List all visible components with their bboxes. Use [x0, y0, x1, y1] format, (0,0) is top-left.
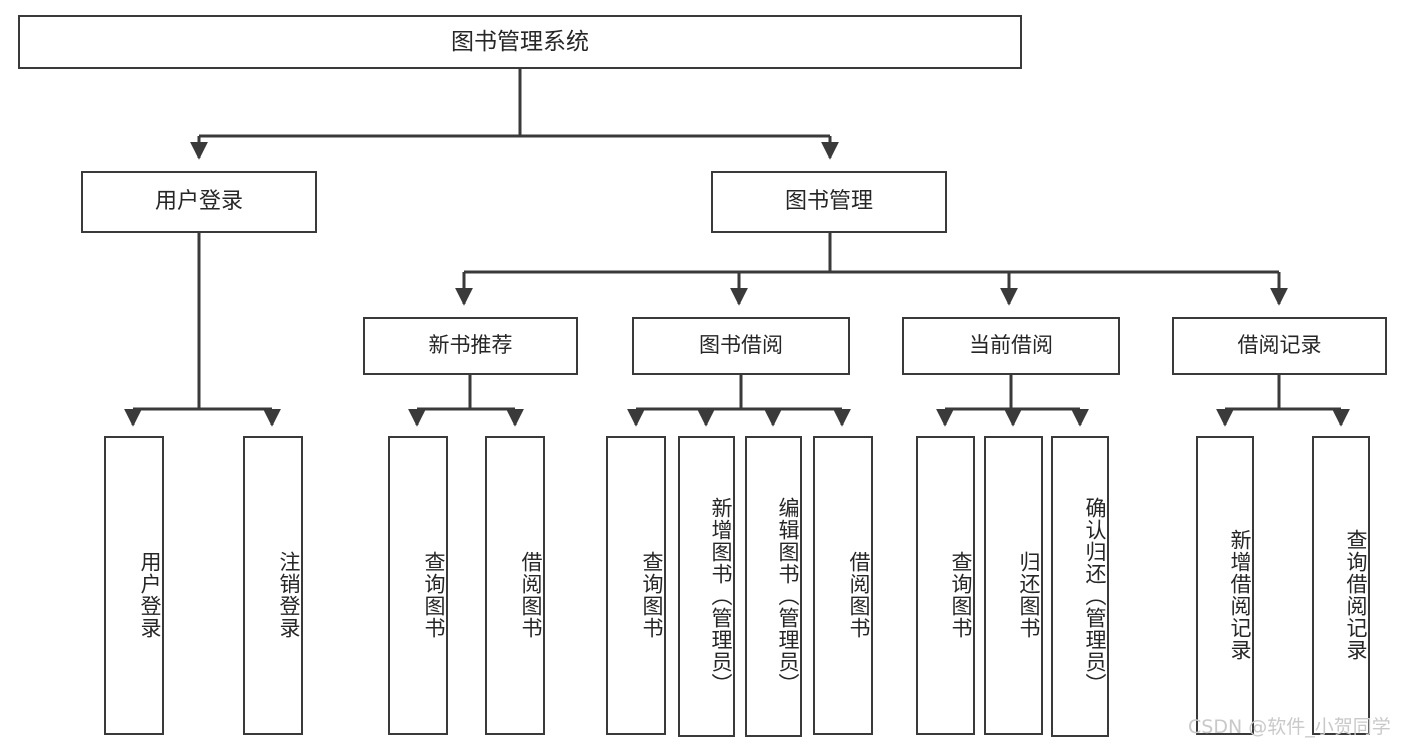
node-label: 确认归还（管理员） [1083, 496, 1107, 695]
node-label: 借阅记录 [1237, 333, 1322, 358]
watermark: CSDN @软件_小贺同学 [1188, 716, 1391, 738]
node-root-system[interactable]: 图书管理系统 [18, 15, 1022, 69]
node-label: 当前借阅 [969, 333, 1053, 358]
node-label: 图书管理系统 [451, 28, 589, 55]
node-label: 图书管理 [784, 188, 873, 214]
node-label: 查询图书 [640, 550, 664, 639]
node-leaf-borrow-book[interactable]: 借阅图书 [813, 436, 873, 735]
node-leaf-borrow-book-recommend[interactable]: 借阅图书 [485, 436, 545, 735]
node-label: 借阅图书 [847, 550, 871, 639]
node-label: 查询借阅记录 [1344, 528, 1368, 661]
node-leaf-user-logout[interactable]: 注销登录 [243, 436, 303, 735]
node-label: 用户登录 [154, 188, 243, 214]
node-leaf-return-book[interactable]: 归还图书 [984, 436, 1043, 735]
node-user-login[interactable]: 用户登录 [81, 171, 317, 233]
node-borrow-record[interactable]: 借阅记录 [1172, 317, 1387, 375]
node-leaf-edit-book-admin[interactable]: 编辑图书（管理员） [745, 436, 802, 737]
node-leaf-confirm-return-admin[interactable]: 确认归还（管理员） [1051, 436, 1109, 737]
node-label: 归还图书 [1017, 550, 1041, 639]
node-book-manage[interactable]: 图书管理 [711, 171, 947, 233]
node-label: 新书推荐 [428, 333, 513, 358]
node-leaf-user-login[interactable]: 用户登录 [104, 436, 164, 735]
node-leaf-query-borrow-record[interactable]: 查询借阅记录 [1312, 436, 1370, 735]
node-new-book-recommend[interactable]: 新书推荐 [363, 317, 578, 375]
node-leaf-query-book-current[interactable]: 查询图书 [916, 436, 975, 735]
node-label: 新增图书（管理员） [709, 496, 733, 695]
node-leaf-add-borrow-record[interactable]: 新增借阅记录 [1196, 436, 1254, 735]
node-leaf-query-book-recommend[interactable]: 查询图书 [388, 436, 448, 735]
node-label: 查询图书 [422, 550, 446, 639]
node-label: 借阅图书 [519, 550, 543, 639]
node-label: 查询图书 [949, 550, 973, 639]
node-label: 用户登录 [138, 550, 162, 639]
node-label: 新增借阅记录 [1228, 528, 1252, 661]
node-leaf-add-book-admin[interactable]: 新增图书（管理员） [678, 436, 735, 737]
node-book-borrow[interactable]: 图书借阅 [632, 317, 850, 375]
node-leaf-query-book-borrow[interactable]: 查询图书 [606, 436, 666, 735]
node-label: 图书借阅 [699, 333, 783, 358]
node-label: 注销登录 [277, 550, 301, 639]
node-label: 编辑图书（管理员） [776, 496, 800, 695]
node-current-borrow[interactable]: 当前借阅 [902, 317, 1120, 375]
